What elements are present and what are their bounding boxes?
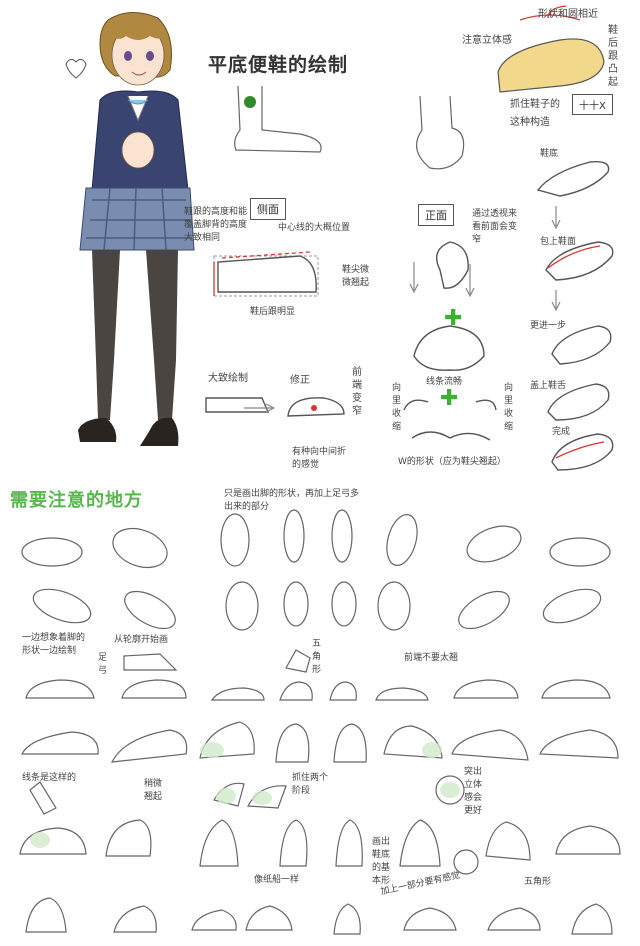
shoe-sketch-grid (19, 509, 621, 935)
note-fold-center: 有种向中间折的感觉 (292, 447, 347, 470)
tip-foot-only: 只是画出脚的形状，再加上足弓多出来的部分 (224, 489, 360, 512)
shoe-side-view (213, 251, 319, 297)
tip-stereo: 突出立体感会更好 (464, 767, 483, 816)
tip-base-shape: 画出鞋底的基本形 (372, 837, 391, 886)
tip-pentagon: 五角形 (312, 639, 322, 675)
tip-pentagon-2: 五角形 (524, 877, 552, 887)
front-view-label: 正面 (418, 204, 454, 226)
note-rough-draw: 大致绘制 (208, 373, 248, 384)
character-illustration (65, 12, 195, 446)
step-shoes (536, 161, 614, 471)
step-upper: 包上鞋面 (540, 237, 577, 247)
tip-line-like: 线条是这样的 (22, 773, 77, 783)
note-heel-height: 鞋跟的高度和能覆盖脚背的高度大致相同 (184, 207, 248, 243)
note-3d: 注意立体感 (462, 35, 512, 46)
note-fix: 修正 (290, 375, 310, 386)
note-w-shape: W的形状（应为鞋尖翘起） (398, 457, 506, 467)
tip-arch: 足弓 (98, 653, 108, 676)
tip-side-shape: 一边想象着脚的形状一边绘制 (22, 633, 86, 656)
tip-from-contour: 从轮廓开始画 (114, 635, 169, 645)
tip-boat-like: 像纸船一样 (254, 875, 300, 885)
step-further: 更进一步 (530, 321, 567, 331)
cross-structure-box: 十十X (572, 94, 613, 115)
plus-icon: ✚ (440, 386, 459, 411)
note-perspective: 通过透视来看前面会变窄 (472, 209, 518, 245)
note-toe-up: 鞋尖微微翘起 (342, 265, 370, 288)
foot-front-drawing (415, 95, 465, 170)
rough-fix-drawings (205, 397, 345, 417)
step-sole: 鞋底 (540, 149, 559, 159)
tip-two-stages: 抓住两个阶段 (292, 773, 329, 796)
tip-slight-up: 稍微翘起 (144, 779, 163, 802)
tip-front-not-too-up: 前端不要太翘 (404, 653, 459, 663)
note-shape: 形状和圆相近 (538, 9, 598, 20)
note-centerline: 中心线的大概位置 (278, 223, 351, 233)
note-heel: 鞋后跟凸起 (608, 25, 618, 88)
page-title: 平底便鞋的绘制 (208, 54, 349, 76)
note-heel-clear: 鞋后跟明显 (250, 307, 296, 317)
step-done: 完成 (552, 427, 571, 437)
front-view-drawings (403, 241, 497, 441)
note-smooth-lines: 线条流畅 (426, 377, 463, 387)
foot-side-drawing (234, 85, 322, 153)
section-heading-notes: 需要注意的地方 (10, 490, 143, 511)
shoe-3d-drawing (497, 5, 605, 93)
note-grab: 抓住鞋子的 (510, 99, 560, 110)
side-view-label: 侧面 (250, 198, 286, 220)
note-structure: 这种构造 (510, 117, 550, 128)
note-shrink-right: 向里收缩 (504, 383, 514, 432)
plus-icon: ✚ (444, 306, 463, 331)
note-front-narrow: 前端变窄 (352, 367, 362, 417)
note-shrink-left: 向里收缩 (392, 383, 402, 432)
step-tongue: 盖上鞋舌 (530, 381, 567, 391)
